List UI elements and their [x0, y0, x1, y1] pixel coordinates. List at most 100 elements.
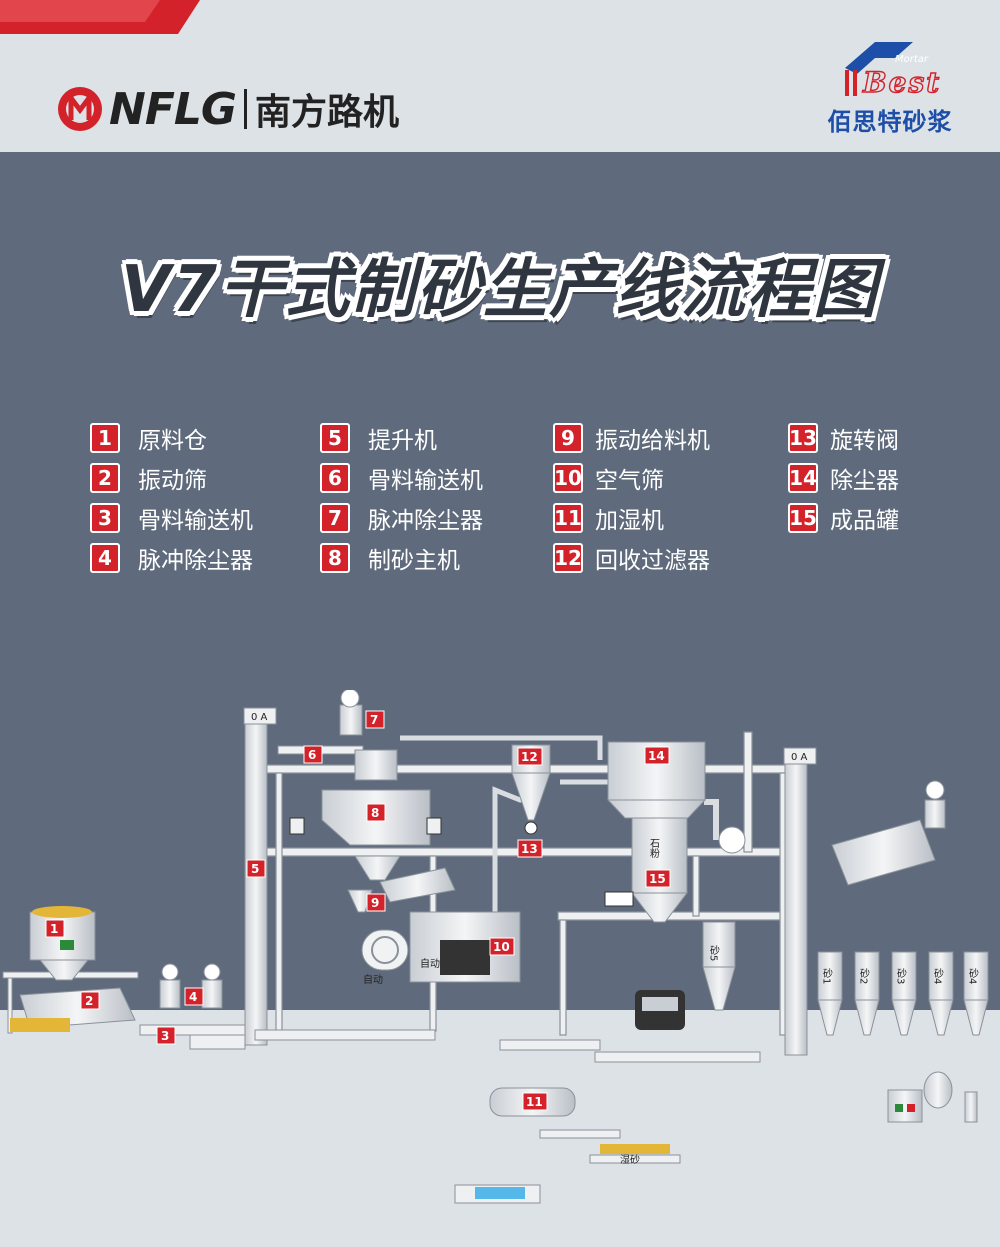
legend-item: 12 回收过滤器 — [553, 538, 710, 578]
legend-number: 1 — [90, 423, 120, 453]
svg-text:8: 8 — [371, 806, 379, 820]
legend-label: 成品罐 — [830, 508, 899, 534]
svg-text:6: 6 — [308, 748, 316, 762]
legend-label: 制砂主机 — [368, 548, 460, 574]
tank-label: 石粉 — [648, 838, 660, 859]
svg-text:11: 11 — [526, 1095, 543, 1109]
partner-tag: Mortar — [895, 54, 929, 65]
control-unit — [887, 1071, 978, 1123]
diagram-tag: 2 — [80, 991, 100, 1010]
brand-latin: NFLG — [109, 83, 237, 135]
diagram-tag: 1 — [45, 919, 65, 938]
svg-text:5: 5 — [251, 862, 259, 876]
diagram-tag: 12 — [517, 747, 543, 766]
vibrating-screen — [10, 987, 136, 1032]
diagram-tag: 4 — [184, 987, 204, 1006]
legend-number: 10 — [553, 463, 583, 493]
sand-silo-main: 砂5 — [702, 921, 736, 1011]
lower-conveyors — [499, 1039, 761, 1164]
svg-text:15: 15 — [649, 872, 666, 886]
elevator-tag-right: 0 A — [791, 752, 808, 763]
svg-text:14: 14 — [648, 749, 665, 763]
corner-stripe — [0, 0, 200, 34]
wet-sand-label: 湿砂 — [620, 1153, 640, 1166]
legend-column-2: 5 提升机 6 骨料输送机 7 脉冲除尘器 8 制砂主机 — [320, 418, 483, 578]
legend-label: 振动给料机 — [595, 428, 710, 454]
svg-text:2: 2 — [85, 994, 93, 1008]
sand-silo: 砂4 — [928, 951, 954, 1036]
legend-label: 骨料输送机 — [138, 508, 253, 534]
sand-silo: 砂3 — [891, 951, 917, 1036]
vibrating-feeder — [347, 867, 456, 913]
sand-silo: 砂4 — [963, 951, 989, 1036]
legend-number: 5 — [320, 423, 350, 453]
silo-main-label: 砂5 — [708, 944, 720, 962]
legend-label: 脉冲除尘器 — [368, 508, 483, 534]
header-band: NFLG 南方路机 Mortar Best 佰思特砂浆 — [0, 0, 1000, 152]
diagram-tag: 9 — [366, 893, 386, 912]
page-title: V7干式制砂生产线流程图 — [120, 253, 880, 327]
diagram-tag: 3 — [156, 1026, 176, 1045]
legend-item: 2 振动筛 — [90, 458, 253, 498]
legend-number: 6 — [320, 463, 350, 493]
svg-text:9: 9 — [371, 896, 379, 910]
pulse-dust-collector-low — [159, 963, 223, 1009]
legend-label: 骨料输送机 — [368, 468, 483, 494]
rotary-valve — [524, 821, 538, 835]
legend-number: 13 — [788, 423, 818, 453]
silo-label: 砂4 — [932, 967, 944, 985]
silo-label: 砂3 — [895, 967, 907, 985]
bucket-elevator-left: 0 A — [243, 707, 436, 1046]
auto-label-1: 自动 — [363, 973, 383, 986]
silo-label: 砂4 — [967, 967, 979, 985]
legend-number: 8 — [320, 543, 350, 573]
legend-number: 4 — [90, 543, 120, 573]
legend-number: 12 — [553, 543, 583, 573]
legend-label: 空气筛 — [595, 468, 664, 494]
brand-divider — [244, 89, 248, 129]
svg-text:1: 1 — [50, 922, 58, 936]
diagram-tags: 1 2 3 4 5 6 7 8 9 10 11 12 13 14 15 — [45, 710, 671, 1111]
legend-number: 7 — [320, 503, 350, 533]
legend-label: 提升机 — [368, 428, 437, 454]
legend-item: 1 原料仓 — [90, 418, 253, 458]
partner-chinese: 佰思特砂浆 — [827, 108, 953, 136]
bucket-elevator-right: 0 A — [783, 747, 817, 1056]
nflg-emblem-icon — [58, 87, 102, 131]
legend-number: 2 — [90, 463, 120, 493]
process-diagram: 0 A 自动 自动 — [2, 690, 989, 1204]
legend-number: 15 — [788, 503, 818, 533]
legend-item: 10 空气筛 — [553, 458, 710, 498]
sand-silo: 砂2 — [854, 951, 880, 1036]
legend-number: 3 — [90, 503, 120, 533]
legend-item: 7 脉冲除尘器 — [320, 498, 483, 538]
elevator-tag-left: 0 A — [251, 712, 268, 723]
diagram-tag: 15 — [645, 869, 671, 888]
svg-text:13: 13 — [521, 842, 538, 856]
best-house-icon: Mortar Best — [845, 42, 941, 98]
diagram-tag: 13 — [517, 839, 543, 858]
diagram-tag: 6 — [303, 745, 323, 764]
svg-text:10: 10 — [493, 940, 510, 954]
sand-silo: 砂1 — [817, 951, 843, 1036]
legend-item: 3 骨料输送机 — [90, 498, 253, 538]
legend-number: 11 — [553, 503, 583, 533]
legend-label: 原料仓 — [138, 428, 207, 454]
legend-label: 振动筛 — [138, 468, 207, 494]
pulse-dust-collector-top — [339, 690, 363, 736]
silo-label: 砂1 — [821, 967, 833, 985]
sand-silo-row: 砂1 砂2 砂3 砂4 砂4 — [817, 951, 989, 1036]
grading-screen-right — [831, 780, 946, 886]
legend-label: 回收过滤器 — [595, 548, 710, 574]
partner-word: Best — [862, 66, 941, 98]
diagram-tag: 10 — [489, 937, 515, 956]
diagram-tag: 8 — [366, 803, 386, 822]
silo-label: 砂2 — [858, 967, 870, 985]
dust-collector-large — [606, 741, 746, 854]
